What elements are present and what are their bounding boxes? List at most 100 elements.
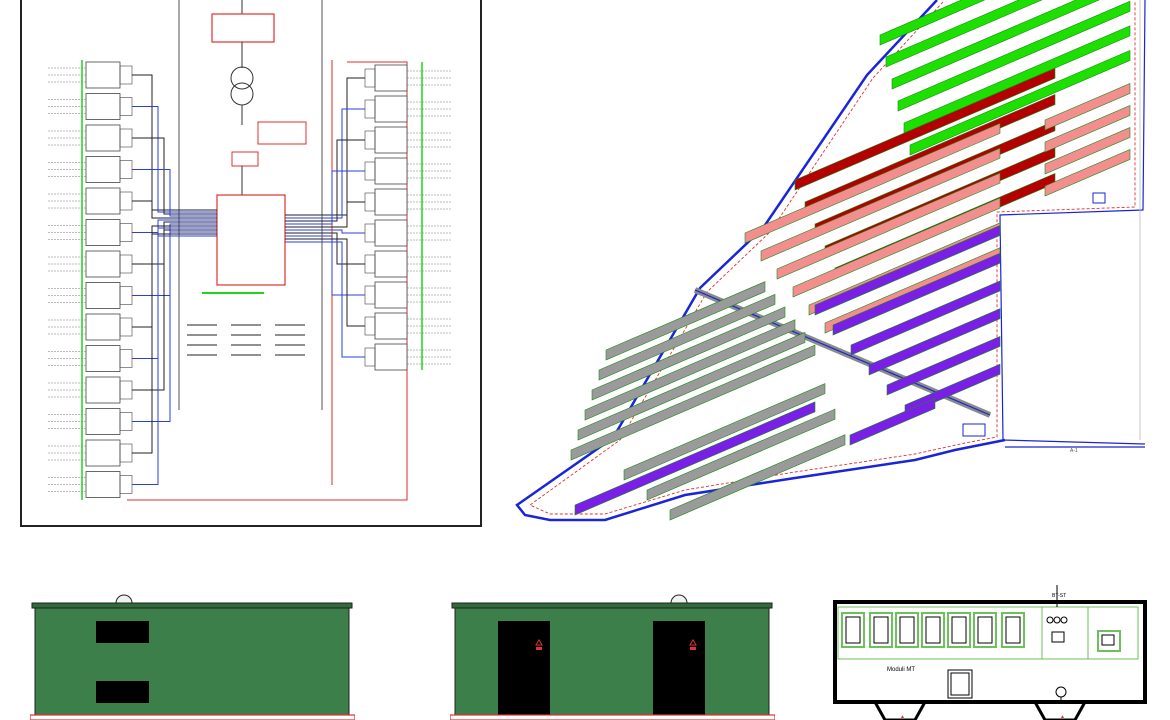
string-box-left bbox=[85, 408, 121, 435]
front-elevation-drawing bbox=[450, 594, 775, 720]
dc-cable-left bbox=[132, 233, 217, 454]
fuse-block-right bbox=[364, 99, 376, 119]
string-box-right bbox=[374, 126, 408, 154]
string-box-right bbox=[374, 281, 408, 309]
dc-cable-right bbox=[285, 235, 365, 296]
lv-frame bbox=[1041, 606, 1139, 660]
panel-row-purple bbox=[574, 401, 816, 516]
fuse-block-left bbox=[119, 128, 133, 148]
dc-cable-left bbox=[132, 231, 217, 422]
string-box-left bbox=[85, 93, 121, 120]
dc-cable-left bbox=[132, 200, 217, 219]
panel-row-purple bbox=[868, 308, 1001, 376]
fuse-block-left bbox=[119, 475, 133, 494]
plan-transformer-box bbox=[1051, 631, 1065, 643]
plan-aux-inner bbox=[1101, 634, 1115, 646]
fuse-block-right bbox=[364, 68, 376, 88]
fuse-block-left bbox=[119, 349, 133, 368]
dc-cable-left bbox=[132, 225, 217, 328]
mv-module-frame bbox=[837, 606, 1089, 660]
mv-module-inner bbox=[1005, 616, 1021, 644]
red-return-loop bbox=[127, 61, 408, 501]
dc-cable-right bbox=[285, 201, 365, 228]
dc-cable-left bbox=[132, 169, 217, 217]
dc-cable-left bbox=[132, 137, 217, 215]
mv-module-cell bbox=[921, 612, 945, 648]
hazard-plate bbox=[690, 647, 696, 650]
panel-row-red bbox=[794, 67, 1056, 191]
mv-module-cell bbox=[869, 612, 893, 648]
roof-vent-icon bbox=[670, 594, 688, 604]
string-box-left bbox=[85, 124, 121, 152]
panel-row-green bbox=[885, 0, 1043, 68]
panel-row-salmon bbox=[1044, 126, 1131, 175]
fuse-block-right bbox=[364, 223, 376, 243]
dc-cable-right bbox=[285, 170, 365, 225]
fuse-block-left bbox=[119, 65, 133, 85]
inner-boundary-blue bbox=[999, 0, 1146, 445]
roof-vent-icon bbox=[115, 594, 133, 604]
fuse-block-right bbox=[364, 316, 376, 336]
mv-switchgear-box bbox=[211, 13, 275, 43]
cabin-elevation-side bbox=[30, 585, 355, 720]
mv-module-inner bbox=[925, 616, 941, 644]
plan-desk-inner bbox=[950, 672, 970, 696]
ventilation-grille-lower bbox=[96, 681, 149, 703]
fuse-block-left bbox=[119, 160, 133, 179]
panel-row-green bbox=[891, 0, 1100, 90]
panel-row-salmon bbox=[760, 147, 1001, 262]
fuse-block-right bbox=[364, 285, 376, 305]
panel-row-purple bbox=[832, 252, 1001, 336]
site-layout-plan: A-1 bbox=[495, 0, 1170, 540]
plan-desk bbox=[947, 669, 973, 699]
hazard-sign-icon bbox=[689, 639, 697, 646]
mv-module-cell bbox=[841, 612, 865, 648]
substation-cabin bbox=[962, 423, 986, 437]
fuse-block-left bbox=[119, 412, 133, 431]
left-combiner-group bbox=[48, 60, 133, 500]
string-box-right bbox=[374, 343, 408, 371]
string-box-left bbox=[85, 471, 121, 498]
string-box-left bbox=[85, 345, 121, 372]
right-combiner-group bbox=[364, 62, 452, 371]
outer-boundary-blue bbox=[515, 0, 1006, 522]
panel-row-grey bbox=[605, 281, 766, 361]
dc-cable-right bbox=[285, 238, 365, 327]
panel-row-grey bbox=[669, 434, 846, 521]
panel-row-salmon bbox=[792, 197, 1001, 298]
mv-module-group bbox=[841, 612, 1025, 648]
fuse-block-left bbox=[119, 254, 133, 274]
hazard-plate bbox=[536, 647, 542, 650]
panel-row-salmon bbox=[1044, 82, 1131, 131]
plan-entry-steps-right bbox=[1033, 701, 1087, 720]
fuse-block-left bbox=[119, 286, 133, 305]
modules-label: Moduli MT bbox=[887, 667, 915, 673]
plan-aux-panel bbox=[1097, 630, 1121, 652]
plan-socket-icon bbox=[1053, 616, 1061, 624]
string-box-right bbox=[374, 188, 408, 216]
string-box-left bbox=[85, 282, 121, 309]
transformer-primary-coil bbox=[230, 66, 254, 90]
panel-row-purple bbox=[849, 397, 936, 446]
panel-row-grey bbox=[646, 408, 836, 501]
dc-cable-right bbox=[285, 229, 365, 234]
panel-row-green bbox=[909, 49, 1131, 156]
dc-cable-right bbox=[285, 108, 365, 219]
hazard-sign-icon bbox=[535, 639, 543, 646]
mv-module-cell bbox=[1001, 612, 1025, 648]
string-box-left bbox=[85, 187, 121, 215]
panel-row-green bbox=[879, 0, 986, 46]
panel-row-salmon bbox=[744, 122, 1001, 244]
fuse-block-left bbox=[119, 380, 133, 400]
string-box-left bbox=[85, 313, 121, 341]
string-box-right bbox=[374, 157, 408, 185]
string-box-right bbox=[374, 312, 408, 340]
panel-row-salmon bbox=[1044, 148, 1131, 197]
panel-row-grey bbox=[591, 306, 786, 401]
string-box-left bbox=[85, 156, 121, 183]
road-label: A-1 bbox=[1070, 448, 1078, 454]
protection-box bbox=[257, 121, 307, 145]
dc-cable-right bbox=[285, 232, 365, 265]
dc-cable-right bbox=[285, 241, 365, 358]
plan-socket-icon bbox=[1046, 616, 1054, 624]
